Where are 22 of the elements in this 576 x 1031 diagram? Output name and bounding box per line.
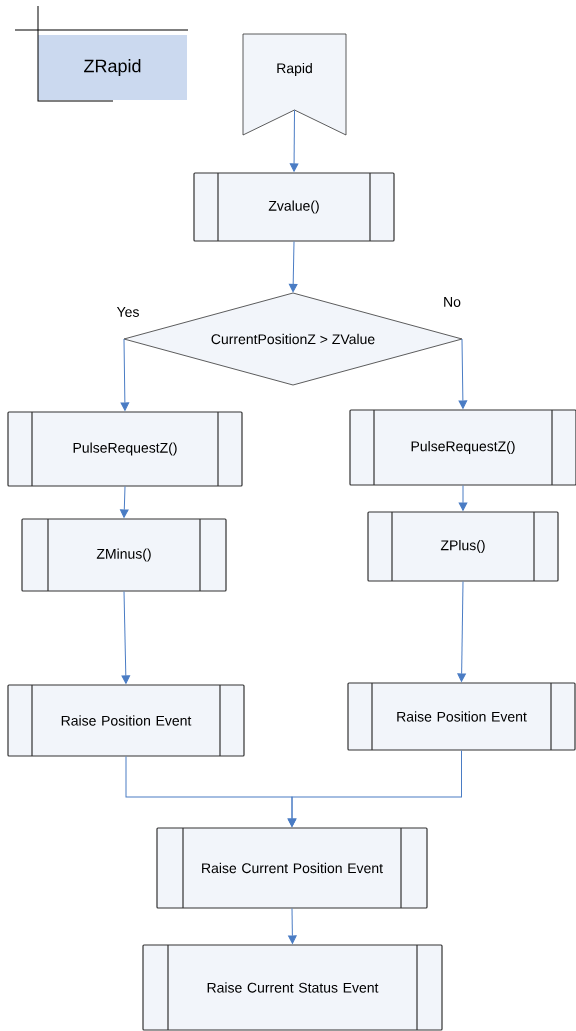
subprocess-box: Raise Current Status Event [142,944,443,1031]
arrow [458,338,468,409]
arrow [457,581,466,682]
subprocess-box: ZMinus() [21,518,227,592]
subprocess-box: Raise Current Position Event [156,827,428,909]
arrow [458,485,468,511]
arrow [289,109,299,172]
subprocess-box: PulseRequestZ() [349,409,576,486]
arrow [119,486,129,518]
subprocess-box: Zvalue() [193,172,395,242]
arrow [287,750,462,827]
arrow [121,591,131,684]
subprocess-box: ZPlus() [367,511,559,582]
subprocess-box: Raise Position Event [347,682,576,751]
arrow [288,241,298,293]
off-page-connector: Rapid [242,33,347,136]
title-box: ZRapid [14,5,189,102]
edge-label: No [442,296,462,308]
arrow [288,908,297,944]
arrow [120,338,130,411]
subprocess-box: Raise Position Event [7,684,245,757]
subprocess-box: PulseRequestZ() [7,411,243,487]
